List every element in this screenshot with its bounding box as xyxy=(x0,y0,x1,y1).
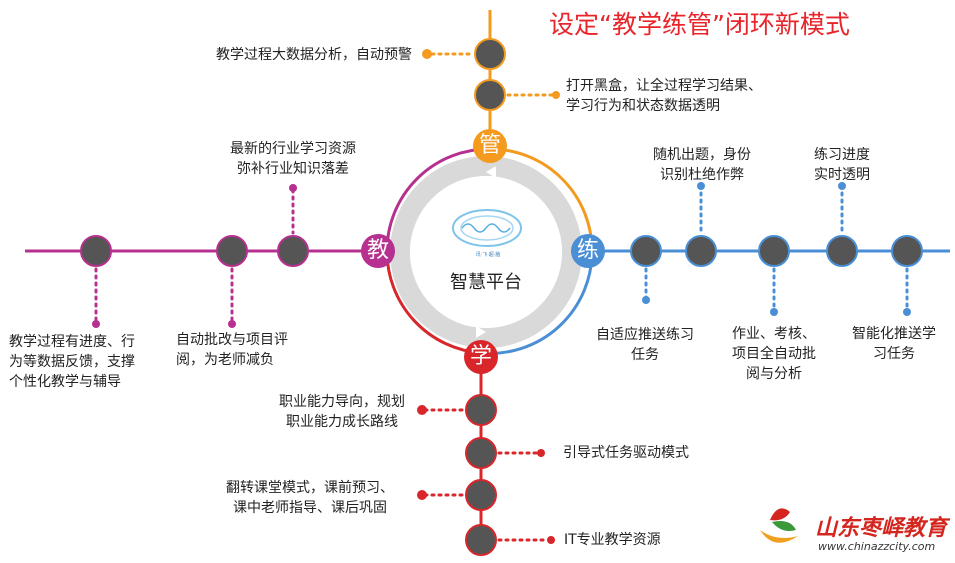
connector-end xyxy=(642,296,650,304)
brand-logo-name: 山东枣峄教育 xyxy=(815,516,948,541)
loop-arrow-arc xyxy=(419,179,521,221)
node-jiao-3 xyxy=(277,235,309,267)
label-xue-1: 职业能力导向，规划职业能力成长路线 xyxy=(279,394,405,430)
node-xue-3 xyxy=(465,479,497,511)
hub-xue xyxy=(464,340,498,374)
hub-guan xyxy=(473,129,507,163)
loop-arrow-arc xyxy=(451,283,553,327)
connector-end xyxy=(770,308,778,316)
node-lian-5 xyxy=(891,235,923,267)
connector-end xyxy=(838,182,846,190)
node-guan-1 xyxy=(474,38,506,70)
node-guan-2 xyxy=(474,79,506,111)
platform-inner xyxy=(410,176,562,328)
node-lian-4 xyxy=(826,235,858,267)
connector-end xyxy=(537,449,545,457)
node-lian-3 xyxy=(758,235,790,267)
label-xue-3: 翻转课堂模式，课前预习、课中老师指导、课后巩固 xyxy=(226,480,394,516)
brand-logo-icon xyxy=(760,508,798,543)
center-label: 智慧平台 xyxy=(450,272,522,293)
hub-jiao-label: 教 xyxy=(366,238,389,263)
loop-arrowhead xyxy=(486,166,496,178)
connector-end xyxy=(422,49,432,59)
node-xue-4 xyxy=(465,524,497,556)
label-lian-b1: 自适应推送练习任务 xyxy=(596,327,694,363)
connector-end xyxy=(228,320,236,328)
label-jiao-b1: 教学过程有进度、行为等数据反馈，支撑个性化教学与辅导 xyxy=(9,334,135,390)
hub-lian-label: 练 xyxy=(576,238,599,263)
node-lian-2 xyxy=(685,235,717,267)
brand-logo-url: www.chinazzcity.com xyxy=(818,540,936,553)
node-jiao-2 xyxy=(216,235,248,267)
label-lian-t1: 随机出题，身份识别杜绝作弊 xyxy=(653,147,751,183)
label-jiao-top: 最新的行业学习资源弥补行业知识落差 xyxy=(230,141,356,177)
connector-end xyxy=(547,536,555,544)
node-xue-1 xyxy=(465,394,497,426)
label-xue-2: 引导式任务驱动模式 xyxy=(563,445,689,461)
ring-arc-guan2 xyxy=(489,147,594,252)
hub-xue-label: 学 xyxy=(469,344,492,369)
connector-end xyxy=(417,405,427,415)
hub-jiao xyxy=(361,234,395,268)
connector-end xyxy=(92,320,100,328)
hub-lian xyxy=(571,234,605,268)
loop-arrowhead xyxy=(476,326,486,338)
connector-end xyxy=(903,308,911,316)
label-lian-t2: 练习进度实时透明 xyxy=(814,147,870,183)
node-lian-1 xyxy=(630,235,662,267)
node-jiao-1 xyxy=(80,235,112,267)
xunfei-logo xyxy=(452,209,522,247)
ring-arc-guan xyxy=(385,147,491,252)
label-jiao-b2: 自动批改与项目评阅，为老师减负 xyxy=(176,332,288,368)
ring-arc-xue xyxy=(385,250,482,355)
center-logo-caption: 讯·飞·超·脑 xyxy=(475,252,501,258)
label-guan-2: 打开黑盒，让全过程学习结果、学习行为和状态数据透明 xyxy=(566,78,762,114)
page-title: 设定“教学练管”闭环新模式 xyxy=(549,10,850,39)
connector-end xyxy=(417,490,427,500)
hub-guan-label: 管 xyxy=(478,133,501,158)
label-xue-4: IT专业教学资源 xyxy=(564,532,661,548)
connector-end xyxy=(697,182,705,190)
label-guan-1: 教学过程大数据分析，自动预警 xyxy=(216,47,412,63)
label-lian-b3: 智能化推送学习任务 xyxy=(852,326,936,362)
connector-end xyxy=(552,91,560,99)
connector-end xyxy=(289,184,297,192)
label-lian-b2: 作业、考核、项目全自动批阅与分析 xyxy=(732,326,816,382)
ring-arc-lian xyxy=(480,250,594,355)
node-xue-2 xyxy=(465,437,497,469)
